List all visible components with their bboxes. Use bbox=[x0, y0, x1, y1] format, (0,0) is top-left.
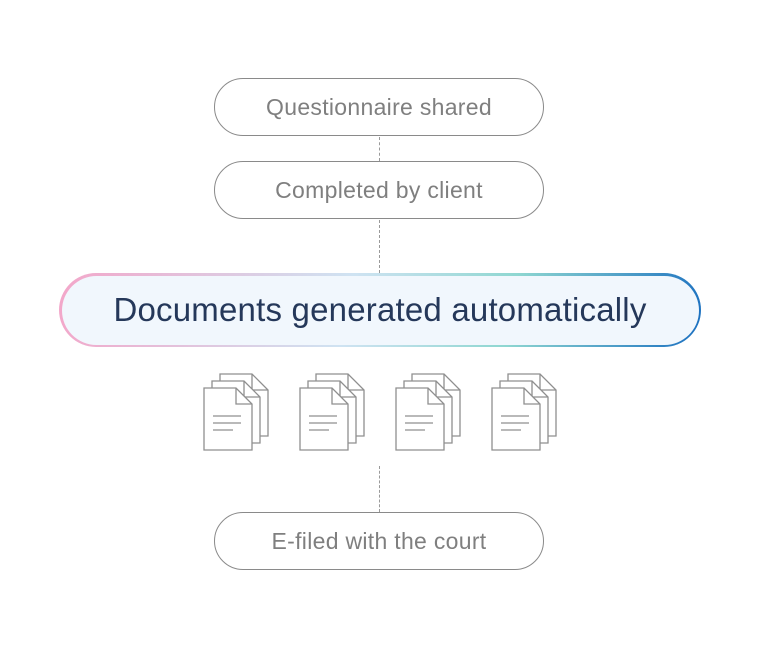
document-stack-icon bbox=[299, 372, 369, 452]
highlight-body: Documents generated automatically bbox=[61, 275, 699, 345]
document-stack-icon bbox=[491, 372, 561, 452]
step-documents-generated: Documents generated automatically bbox=[59, 273, 701, 347]
document-stack-icon bbox=[203, 372, 273, 452]
document-stack-icon bbox=[395, 372, 465, 452]
step-e-filed: E-filed with the court bbox=[214, 512, 544, 570]
step-label: Completed by client bbox=[275, 176, 483, 203]
step-completed-by-client: Completed by client bbox=[214, 161, 544, 219]
connector-line bbox=[379, 220, 380, 273]
step-label: Questionnaire shared bbox=[266, 93, 492, 120]
connector-line bbox=[379, 466, 380, 512]
step-questionnaire-shared: Questionnaire shared bbox=[214, 78, 544, 136]
highlight-label: Documents generated automatically bbox=[113, 291, 647, 328]
connector-line bbox=[379, 137, 380, 161]
step-label: E-filed with the court bbox=[271, 527, 487, 554]
